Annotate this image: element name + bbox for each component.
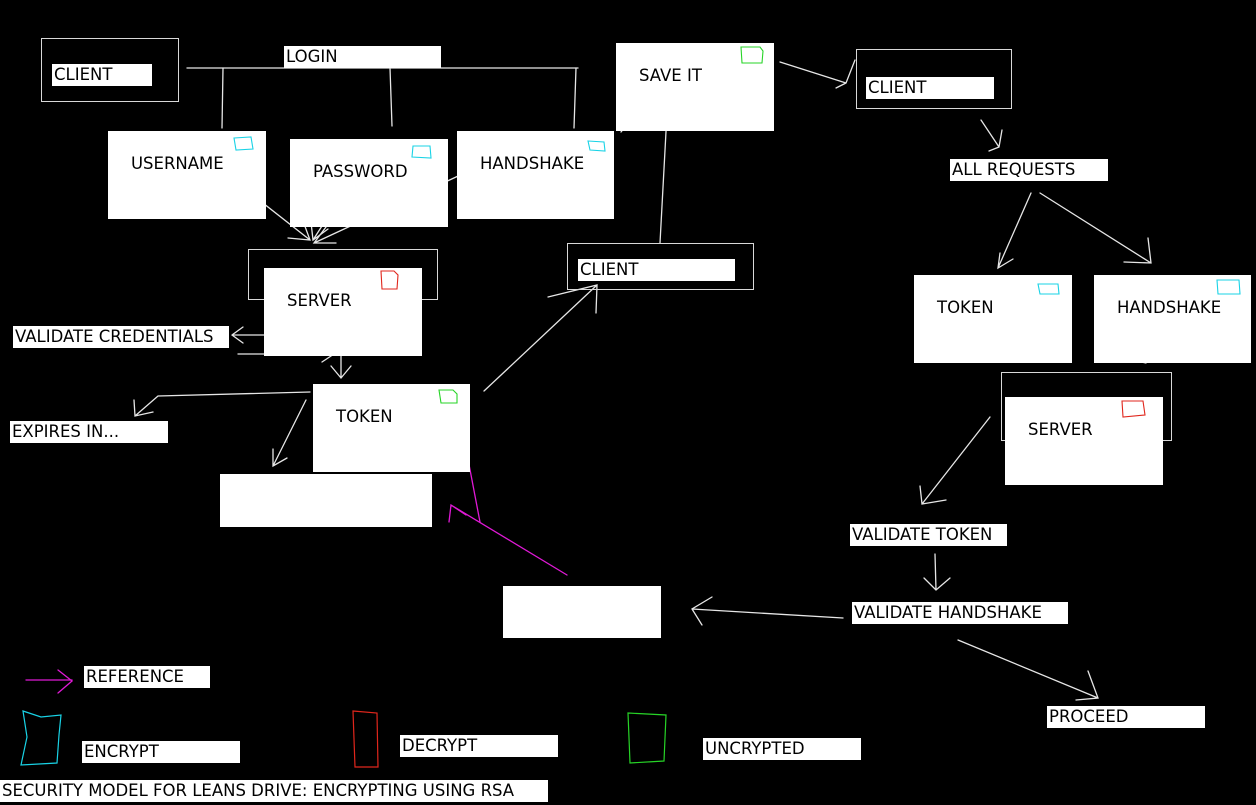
client-frame-login <box>41 38 179 102</box>
client-label: CLIENT <box>52 64 152 86</box>
username-text: USERNAME <box>130 154 224 173</box>
decrypt-icon <box>1121 400 1146 418</box>
client-label-middle: CLIENT <box>578 259 735 281</box>
legend-decrypt-label: DECRYPT <box>400 735 558 757</box>
client-label-requests: CLIENT <box>866 77 994 99</box>
add-used-line1: ADD TO USED <box>505 636 621 655</box>
encrypt-icon <box>233 136 254 151</box>
request-token-label: TOKEN <box>914 275 1072 363</box>
password-text: PASSWORD <box>312 162 408 181</box>
proceed-label: PROCEED <box>1047 706 1205 728</box>
handshake-text: HANDSHAKE <box>479 154 585 173</box>
request-handshake-label: HANDSHAKE <box>1094 275 1251 363</box>
legend-decrypt-icon <box>352 710 379 768</box>
legend-encrypt-icon <box>20 710 62 766</box>
legend-uncrypted-label: UNCRYPTED <box>703 738 861 760</box>
token-text: TOKEN <box>335 407 393 426</box>
request-server-text: SERVER <box>1027 420 1093 439</box>
password-label: PASSWORD <box>290 139 448 227</box>
legend-reference-label: REFERENCE <box>84 666 210 688</box>
add-used-line2: HANDSHAKES <box>505 705 620 724</box>
link-handshake-line1: LINK HANDSHAKE <box>222 525 369 544</box>
encrypt-icon <box>411 145 432 159</box>
validate-credentials-label: VALIDATE CREDENTIALS <box>13 326 229 348</box>
handshake-label: HANDSHAKE <box>457 131 614 219</box>
uncrypted-icon <box>438 389 458 404</box>
server-text: SERVER <box>286 291 352 310</box>
request-handshake-text: HANDSHAKE <box>1116 298 1222 317</box>
request-token-text: TOKEN <box>936 298 994 317</box>
save-it-text: SAVE IT <box>638 66 702 85</box>
client-frame-requests <box>856 49 1012 109</box>
legend-uncrypted-icon <box>627 712 667 764</box>
diagram-title: SECURITY MODEL FOR LEANS DRIVE: ENCRYPTI… <box>0 780 548 802</box>
add-used-handshakes-label: ADD TO USED HANDSHAKES <box>503 586 661 724</box>
legend-encrypt-label: ENCRYPT <box>82 741 240 763</box>
validate-handshake-label: VALIDATE HANDSHAKE <box>852 602 1068 624</box>
encrypt-icon <box>1037 283 1060 295</box>
username-label: USERNAME <box>108 131 266 219</box>
encrypt-icon <box>1216 279 1241 295</box>
decrypt-icon <box>380 270 399 290</box>
expires-in-label: EXPIRES IN... <box>10 421 168 443</box>
token-label: TOKEN <box>313 384 470 472</box>
encrypt-icon <box>587 140 606 152</box>
save-it-label: SAVE IT <box>616 43 774 131</box>
request-server-label: SERVER <box>1005 397 1163 485</box>
uncrypted-icon <box>740 46 764 64</box>
login-label: LOGIN <box>284 46 441 68</box>
link-handshake-label: LINK HANDSHAKE TO THE TOKEN <box>220 474 432 613</box>
client-frame-middle <box>567 243 754 290</box>
validate-token-label: VALIDATE TOKEN <box>850 524 1007 546</box>
all-requests-label: ALL REQUESTS <box>950 159 1108 181</box>
server-label: SERVER <box>264 268 422 356</box>
link-handshake-line2: TO THE TOKEN <box>222 594 346 613</box>
